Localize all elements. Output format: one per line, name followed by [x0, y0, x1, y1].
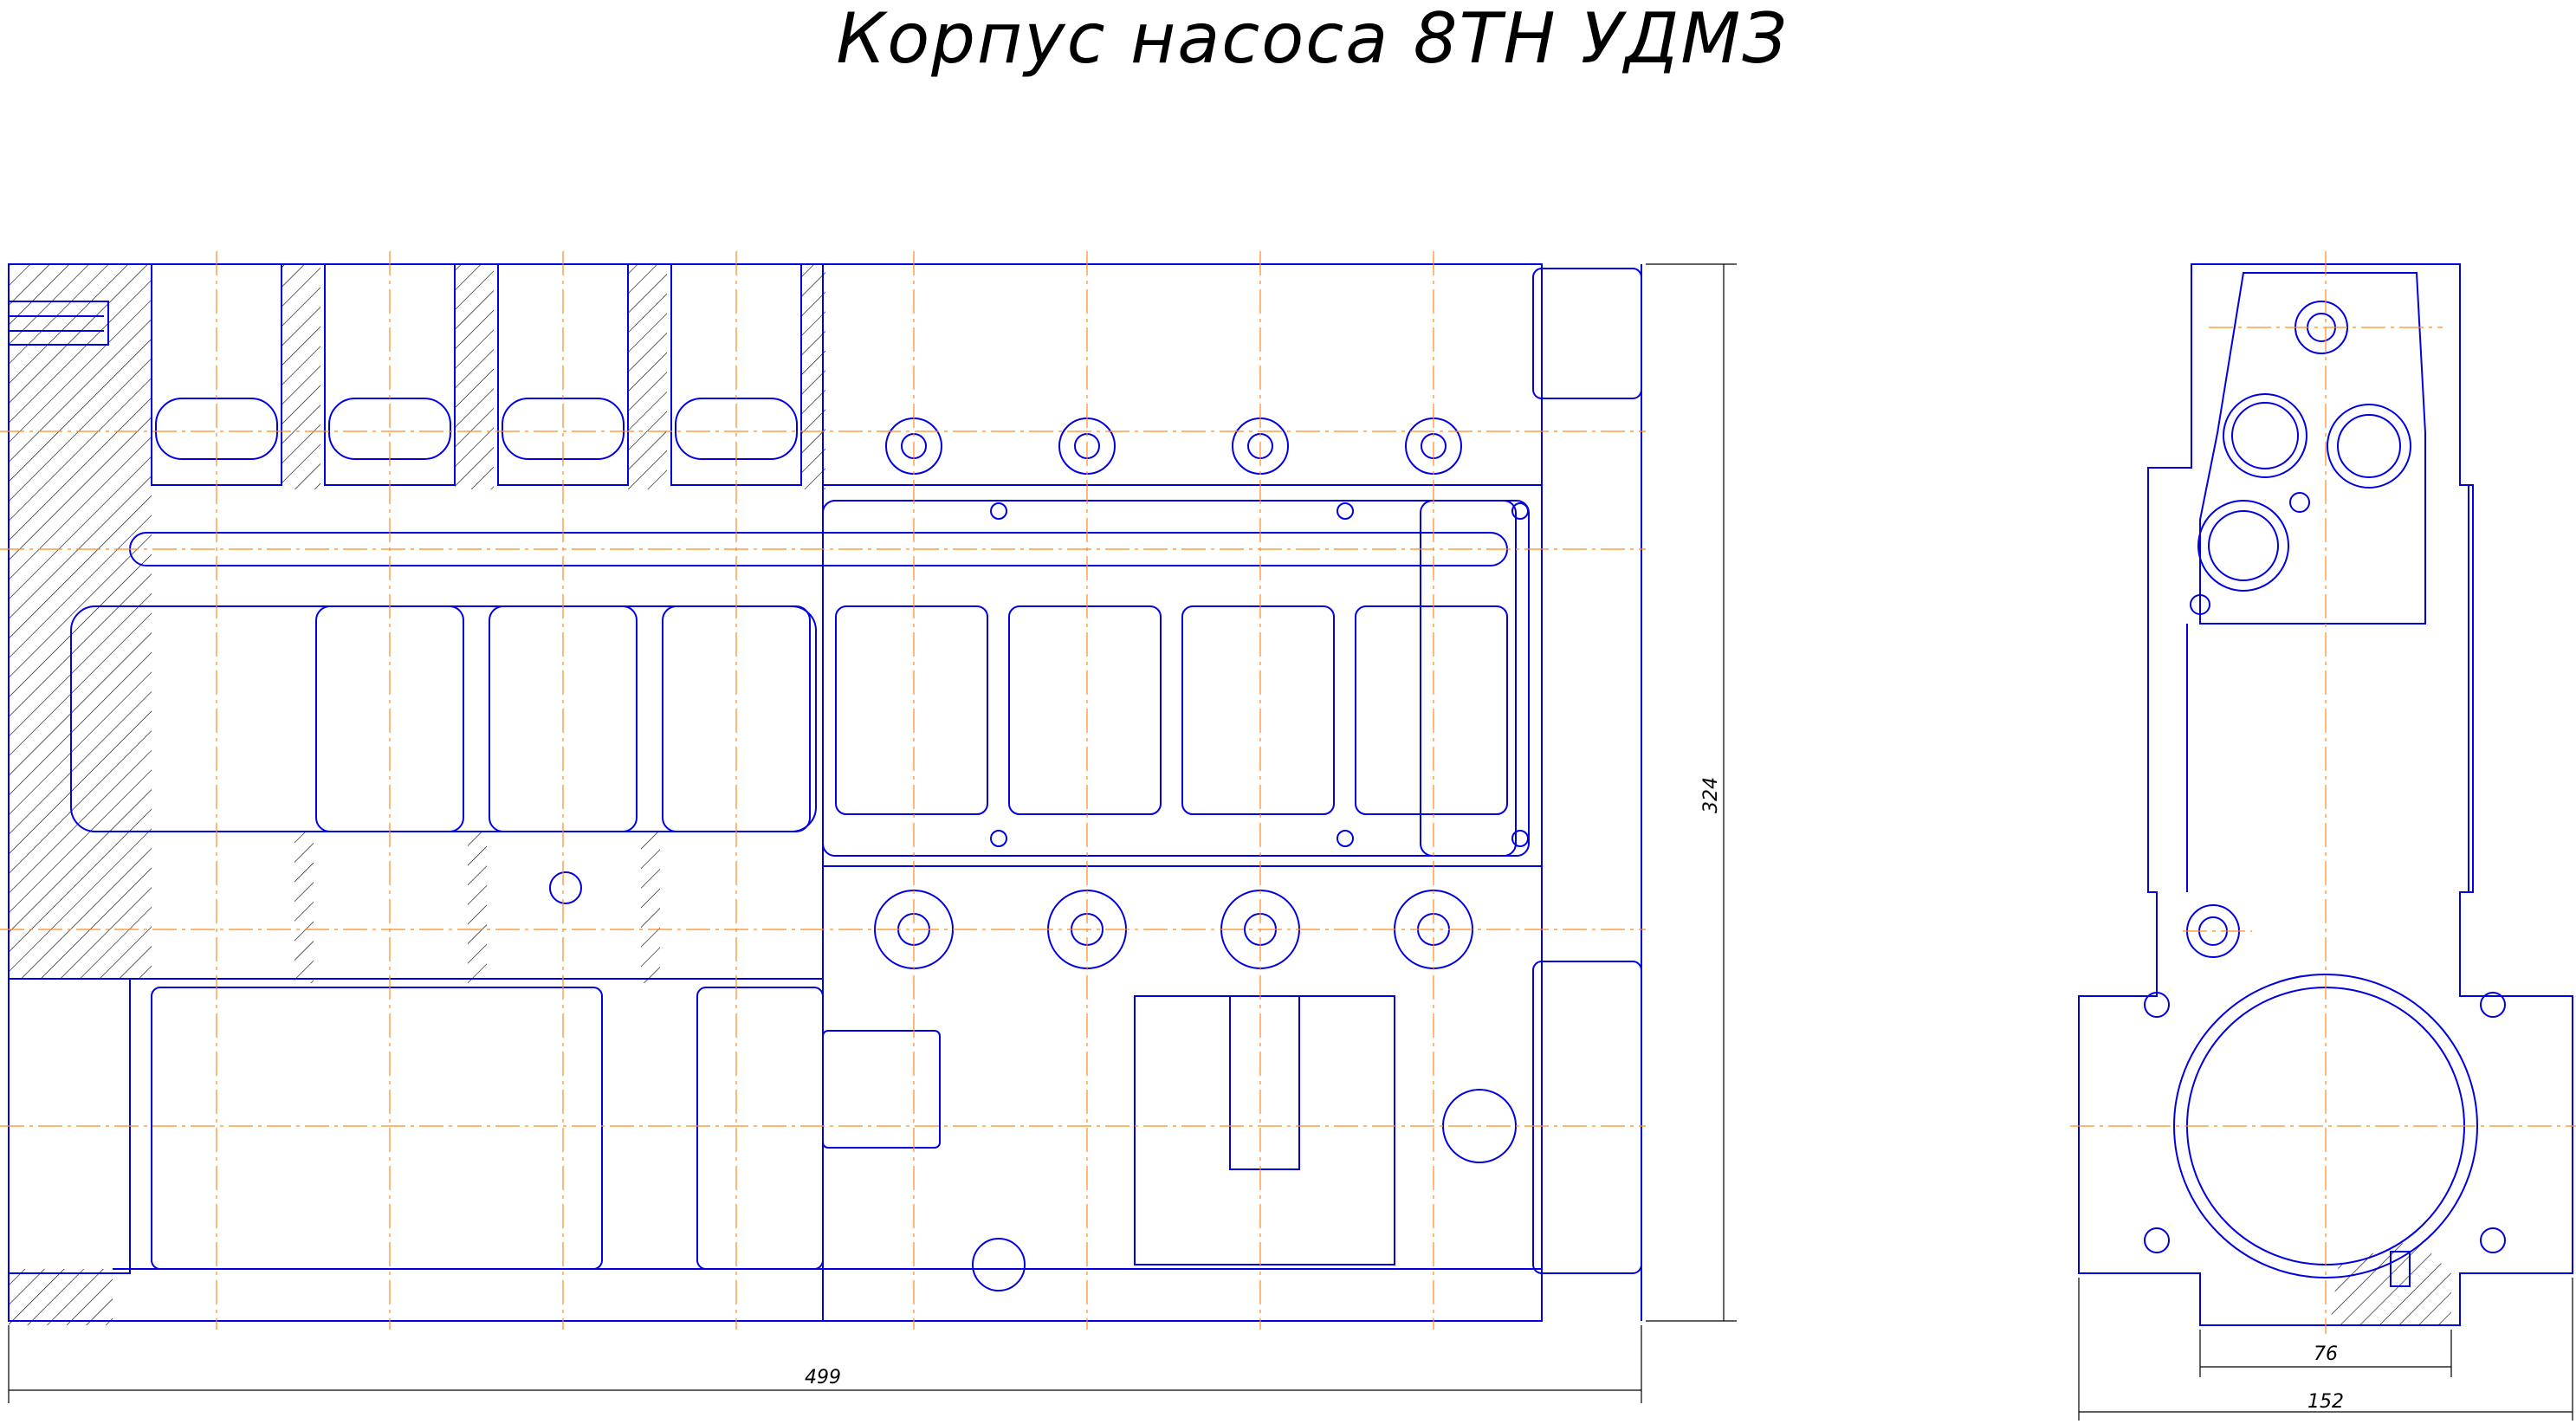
front-view — [0, 251, 1646, 1330]
side-view — [2070, 251, 2576, 1334]
side-centerlines — [2070, 251, 2576, 1334]
base-width-dimension: 76 — [2314, 1343, 2338, 1365]
section-hatching — [9, 264, 825, 1325]
front-centerlines — [0, 251, 1646, 1330]
front-dimensions — [8, 263, 1737, 1403]
length-dimension: 499 — [805, 1367, 841, 1388]
total-width-dimension: 152 — [2307, 1391, 2344, 1413]
side-dimensions — [2078, 1278, 2573, 1421]
bolt — [8, 301, 109, 346]
drawing-title: Корпус насоса 8ТН УДМЗ — [836, 0, 1788, 79]
upper-rail — [129, 500, 1530, 857]
height-dimension: 324 — [1700, 777, 1722, 813]
chambers — [70, 605, 1508, 1270]
